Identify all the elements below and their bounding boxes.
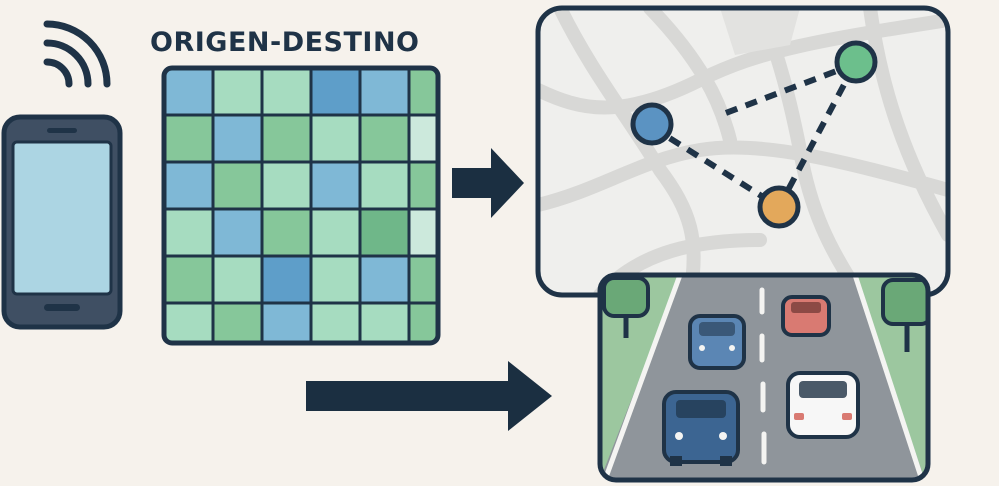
matrix-cell (260, 301, 313, 343)
node-green (834, 40, 878, 84)
car-icon (688, 314, 746, 370)
network-map-icon (535, 5, 951, 298)
matrix-cell (211, 160, 264, 211)
link-blue-orange (650, 124, 781, 210)
matrix-cell (164, 254, 215, 305)
arrow-right-icon (452, 148, 524, 218)
car-icon (786, 371, 860, 439)
od-matrix-grid (161, 65, 441, 346)
matrix-cell (260, 254, 313, 305)
matrix-cell (164, 68, 215, 117)
matrix-cell (358, 68, 411, 117)
matrix-cell (407, 113, 438, 164)
tree-icon (602, 276, 650, 338)
matrix-cell (309, 254, 362, 305)
matrix-cell (309, 207, 362, 258)
matrix-cell (260, 207, 313, 258)
matrix-cell (309, 113, 362, 164)
matrix-cell (260, 113, 313, 164)
matrix-cell (309, 68, 362, 117)
network-links (650, 61, 858, 210)
highway-traffic-icon (597, 272, 931, 483)
node-orange (757, 185, 801, 229)
tree-icon (881, 278, 928, 352)
node-blue (630, 102, 674, 146)
wifi-signal-icon (43, 20, 111, 88)
matrix-cell (309, 160, 362, 211)
matrix-cell (407, 68, 438, 117)
link-green-blue (716, 61, 857, 119)
arrow-right-icon (306, 361, 552, 431)
car-icon (662, 390, 740, 466)
matrix-cell (211, 207, 264, 258)
matrix-cell (407, 160, 438, 211)
smartphone-icon (1, 114, 123, 330)
matrix-cell (164, 207, 215, 258)
matrix-cell (211, 113, 264, 164)
matrix-cell (260, 160, 313, 211)
matrix-cell (407, 254, 438, 305)
link-orange-green (776, 62, 858, 209)
matrix-cell (260, 68, 313, 117)
matrix-cell (358, 301, 411, 343)
matrix-cell (211, 68, 264, 117)
matrix-cell (407, 301, 438, 343)
matrix-cell (358, 160, 411, 211)
matrix-cell (358, 207, 411, 258)
matrix-cell (164, 160, 215, 211)
matrix-cell (407, 207, 438, 258)
car-icon (781, 295, 831, 337)
matrix-cell (358, 113, 411, 164)
diagram-title: ORIGEN-DESTINO (150, 27, 420, 58)
matrix-cell (358, 254, 411, 305)
matrix-cell (164, 113, 215, 164)
matrix-cell (211, 254, 264, 305)
